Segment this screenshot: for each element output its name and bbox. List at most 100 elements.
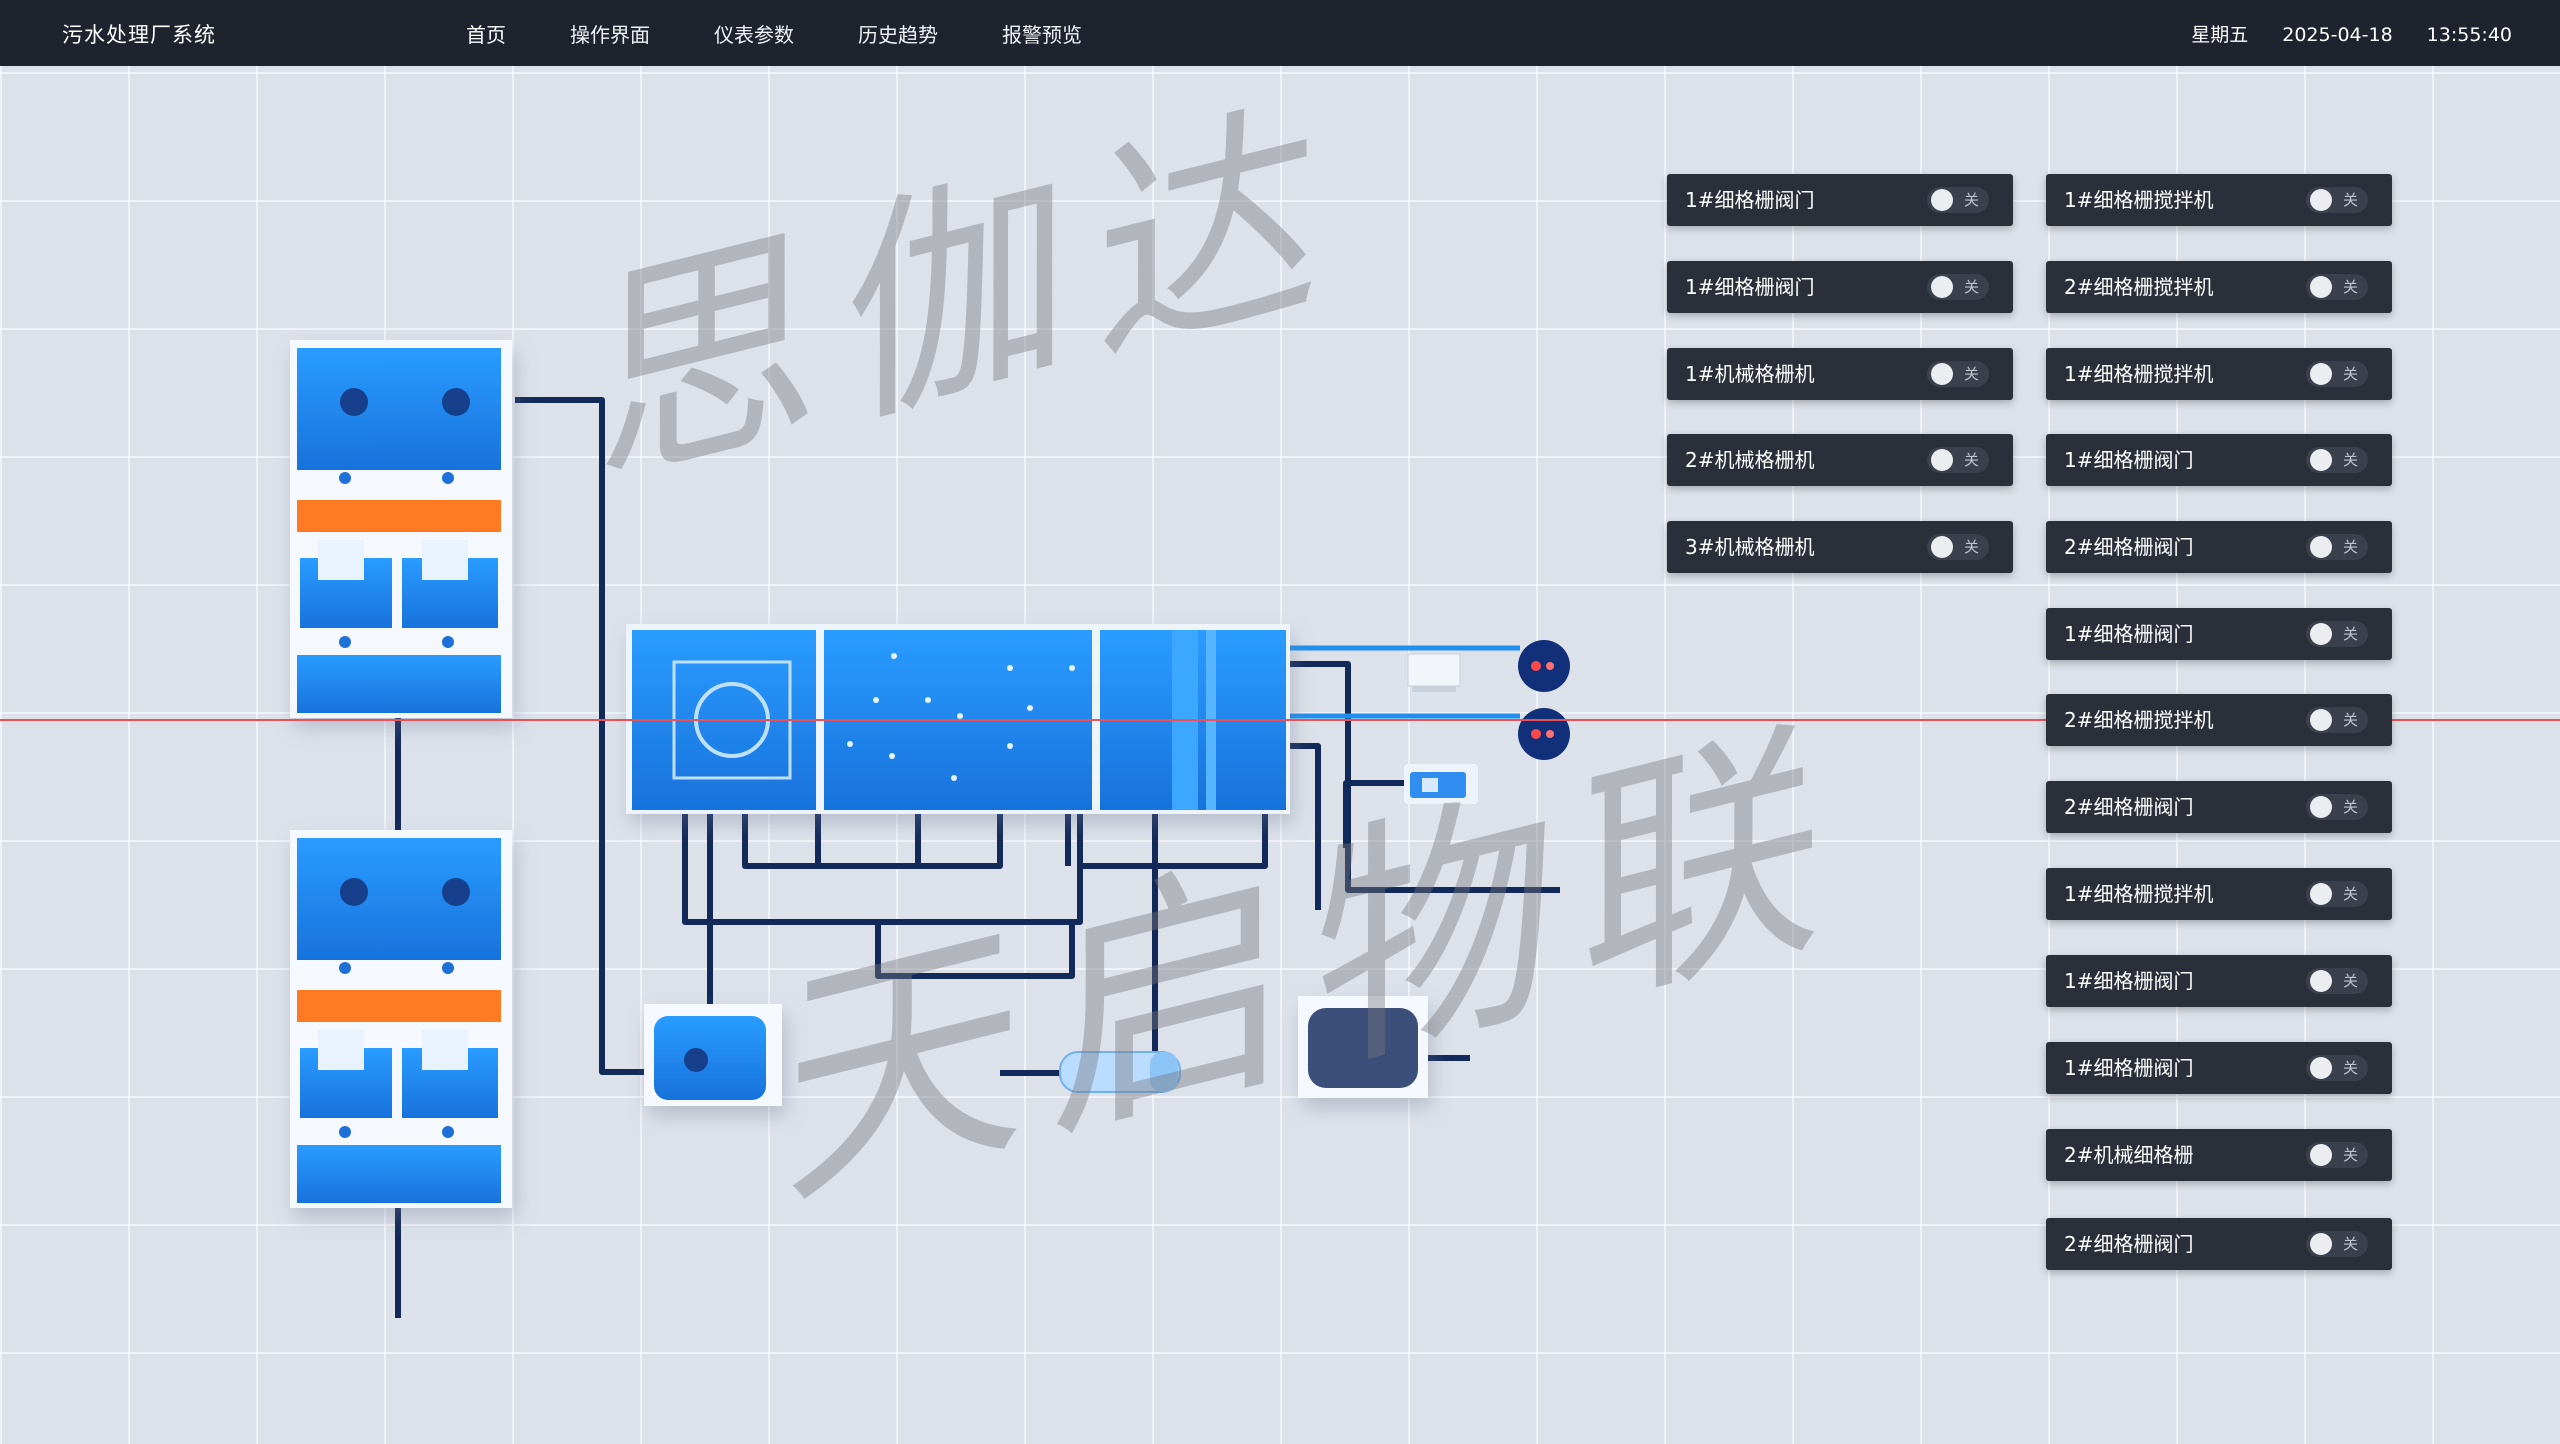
- toggle-switch[interactable]: 关: [2306, 447, 2368, 473]
- switch-state: 关: [1963, 191, 1979, 209]
- toggle-switch[interactable]: 关: [2306, 621, 2368, 647]
- toggle-card: 2#细格栅阀门 关: [2046, 781, 2392, 833]
- toggle-switch[interactable]: 关: [1927, 187, 1989, 213]
- clock: 星期五 2025-04-18 13:55:40: [2157, 0, 2512, 70]
- toggle-label: 1#机械格栅机: [1685, 362, 1815, 386]
- toggle-card: 1#细格栅阀门 关: [2046, 434, 2392, 486]
- toggle-label: 1#细格栅搅拌机: [2064, 188, 2214, 212]
- toggle-knob: [2310, 970, 2332, 992]
- pump-pair: [1518, 640, 1570, 760]
- toggle-label: 1#细格栅阀门: [2064, 1056, 2194, 1080]
- blower-unit: [1404, 764, 1478, 804]
- toggle-knob: [1931, 189, 1953, 211]
- toggle-knob: [2310, 276, 2332, 298]
- toggle-switch[interactable]: 关: [2306, 968, 2368, 994]
- date: 2025-04-18: [2282, 24, 2393, 46]
- red-guide-line: [0, 719, 2560, 721]
- nav-item-alarm-preview[interactable]: 报警预览: [1002, 23, 1082, 47]
- toggle-card: 1#机械格栅机 关: [1667, 348, 2013, 400]
- switch-state: 关: [1963, 278, 1979, 296]
- switch-state: 关: [2342, 365, 2358, 383]
- toggle-knob: [2310, 449, 2332, 471]
- switch-state: 关: [1963, 538, 1979, 556]
- toggle-label: 2#细格栅阀门: [2064, 795, 2194, 819]
- toggle-card: 2#机械格栅机 关: [1667, 434, 2013, 486]
- nav-item-operation[interactable]: 操作界面: [570, 23, 650, 47]
- toggle-label: 1#细格栅搅拌机: [2064, 882, 2214, 906]
- toggle-card: 1#细格栅阀门 关: [2046, 955, 2392, 1007]
- toggle-switch[interactable]: 关: [2306, 274, 2368, 300]
- process-scene: 思伽达 天启物联: [0, 66, 2560, 1440]
- toggle-knob: [2310, 363, 2332, 385]
- toggle-switch[interactable]: 关: [2306, 187, 2368, 213]
- toggle-label: 2#细格栅搅拌机: [2064, 708, 2214, 732]
- toggle-label: 1#细格栅搅拌机: [2064, 362, 2214, 386]
- toggle-knob: [2310, 1144, 2332, 1166]
- toggle-label: 2#机械细格栅: [2064, 1143, 2194, 1167]
- switch-state: 关: [2342, 1059, 2358, 1077]
- toggle-knob: [1931, 536, 1953, 558]
- sludge-tank: [1298, 996, 1428, 1098]
- toggle-label: 1#细格栅阀门: [2064, 969, 2194, 993]
- toggle-knob: [2310, 883, 2332, 905]
- toggle-switch[interactable]: 关: [2306, 1142, 2368, 1168]
- toggle-knob: [2310, 189, 2332, 211]
- nav-item-history-trend[interactable]: 历史趋势: [858, 23, 938, 47]
- switch-state: 关: [2342, 1235, 2358, 1253]
- switch-state: 关: [1963, 365, 1979, 383]
- switch-state: 关: [2342, 1146, 2358, 1164]
- toggle-label: 3#机械格栅机: [1685, 535, 1815, 559]
- switch-state: 关: [2342, 451, 2358, 469]
- toggle-card: 1#细格栅搅拌机 关: [2046, 174, 2392, 226]
- nav-item-home[interactable]: 首页: [466, 23, 506, 47]
- switch-state: 关: [2342, 278, 2358, 296]
- toggle-switch[interactable]: 关: [2306, 1055, 2368, 1081]
- toggle-label: 2#细格栅搅拌机: [2064, 275, 2214, 299]
- time: 13:55:40: [2426, 24, 2512, 46]
- weekday: 星期五: [2191, 24, 2249, 46]
- toggle-card: 2#细格栅阀门 关: [2046, 1218, 2392, 1270]
- lift-pump-tank: [644, 1004, 782, 1106]
- app-title: 污水处理厂系统: [62, 23, 216, 47]
- switch-state: 关: [2342, 885, 2358, 903]
- filter-cylinder: [1059, 1051, 1181, 1093]
- toggle-switch[interactable]: 关: [1927, 447, 1989, 473]
- toggle-switch[interactable]: 关: [2306, 881, 2368, 907]
- toggle-switch[interactable]: 关: [1927, 361, 1989, 387]
- toggle-knob: [1931, 276, 1953, 298]
- toggle-knob: [2310, 623, 2332, 645]
- toggle-knob: [2310, 536, 2332, 558]
- toggle-switch[interactable]: 关: [2306, 534, 2368, 560]
- nav-item-instrument-params[interactable]: 仪表参数: [714, 23, 794, 47]
- toggle-card: 2#细格栅搅拌机 关: [2046, 694, 2392, 746]
- toggle-label: 1#细格栅阀门: [2064, 448, 2194, 472]
- switch-state: 关: [2342, 711, 2358, 729]
- toggle-switch[interactable]: 关: [2306, 1231, 2368, 1257]
- toggle-switch[interactable]: 关: [1927, 274, 1989, 300]
- toggle-card: 1#细格栅阀门 关: [2046, 608, 2392, 660]
- toggle-switch[interactable]: 关: [2306, 361, 2368, 387]
- switch-state: 关: [2342, 625, 2358, 643]
- toggle-switch[interactable]: 关: [2306, 794, 2368, 820]
- toggle-card: 1#细格栅搅拌机 关: [2046, 868, 2392, 920]
- toggle-switch[interactable]: 关: [1927, 534, 1989, 560]
- toggle-knob: [2310, 1233, 2332, 1255]
- pipe-network: [395, 397, 1560, 1318]
- toggle-knob: [1931, 449, 1953, 471]
- toggle-label: 1#细格栅阀门: [2064, 622, 2194, 646]
- toggle-card: 1#细格栅阀门 关: [2046, 1042, 2392, 1094]
- switch-state: 关: [2342, 538, 2358, 556]
- toggle-label: 1#细格栅阀门: [1685, 188, 1815, 212]
- toggle-label: 2#机械格栅机: [1685, 448, 1815, 472]
- toggle-switch[interactable]: 关: [2306, 707, 2368, 733]
- toggle-card: 2#细格栅阀门 关: [2046, 521, 2392, 573]
- toggle-label: 2#细格栅阀门: [2064, 1232, 2194, 1256]
- switch-state: 关: [2342, 972, 2358, 990]
- toggle-knob: [1931, 363, 1953, 385]
- toggle-card: 1#细格栅阀门 关: [1667, 261, 2013, 313]
- switch-state: 关: [1963, 451, 1979, 469]
- toggle-card: 2#细格栅搅拌机 关: [2046, 261, 2392, 313]
- toggle-knob: [2310, 796, 2332, 818]
- tank-unit-lower: [290, 830, 512, 1208]
- tank-unit-upper: [290, 340, 512, 718]
